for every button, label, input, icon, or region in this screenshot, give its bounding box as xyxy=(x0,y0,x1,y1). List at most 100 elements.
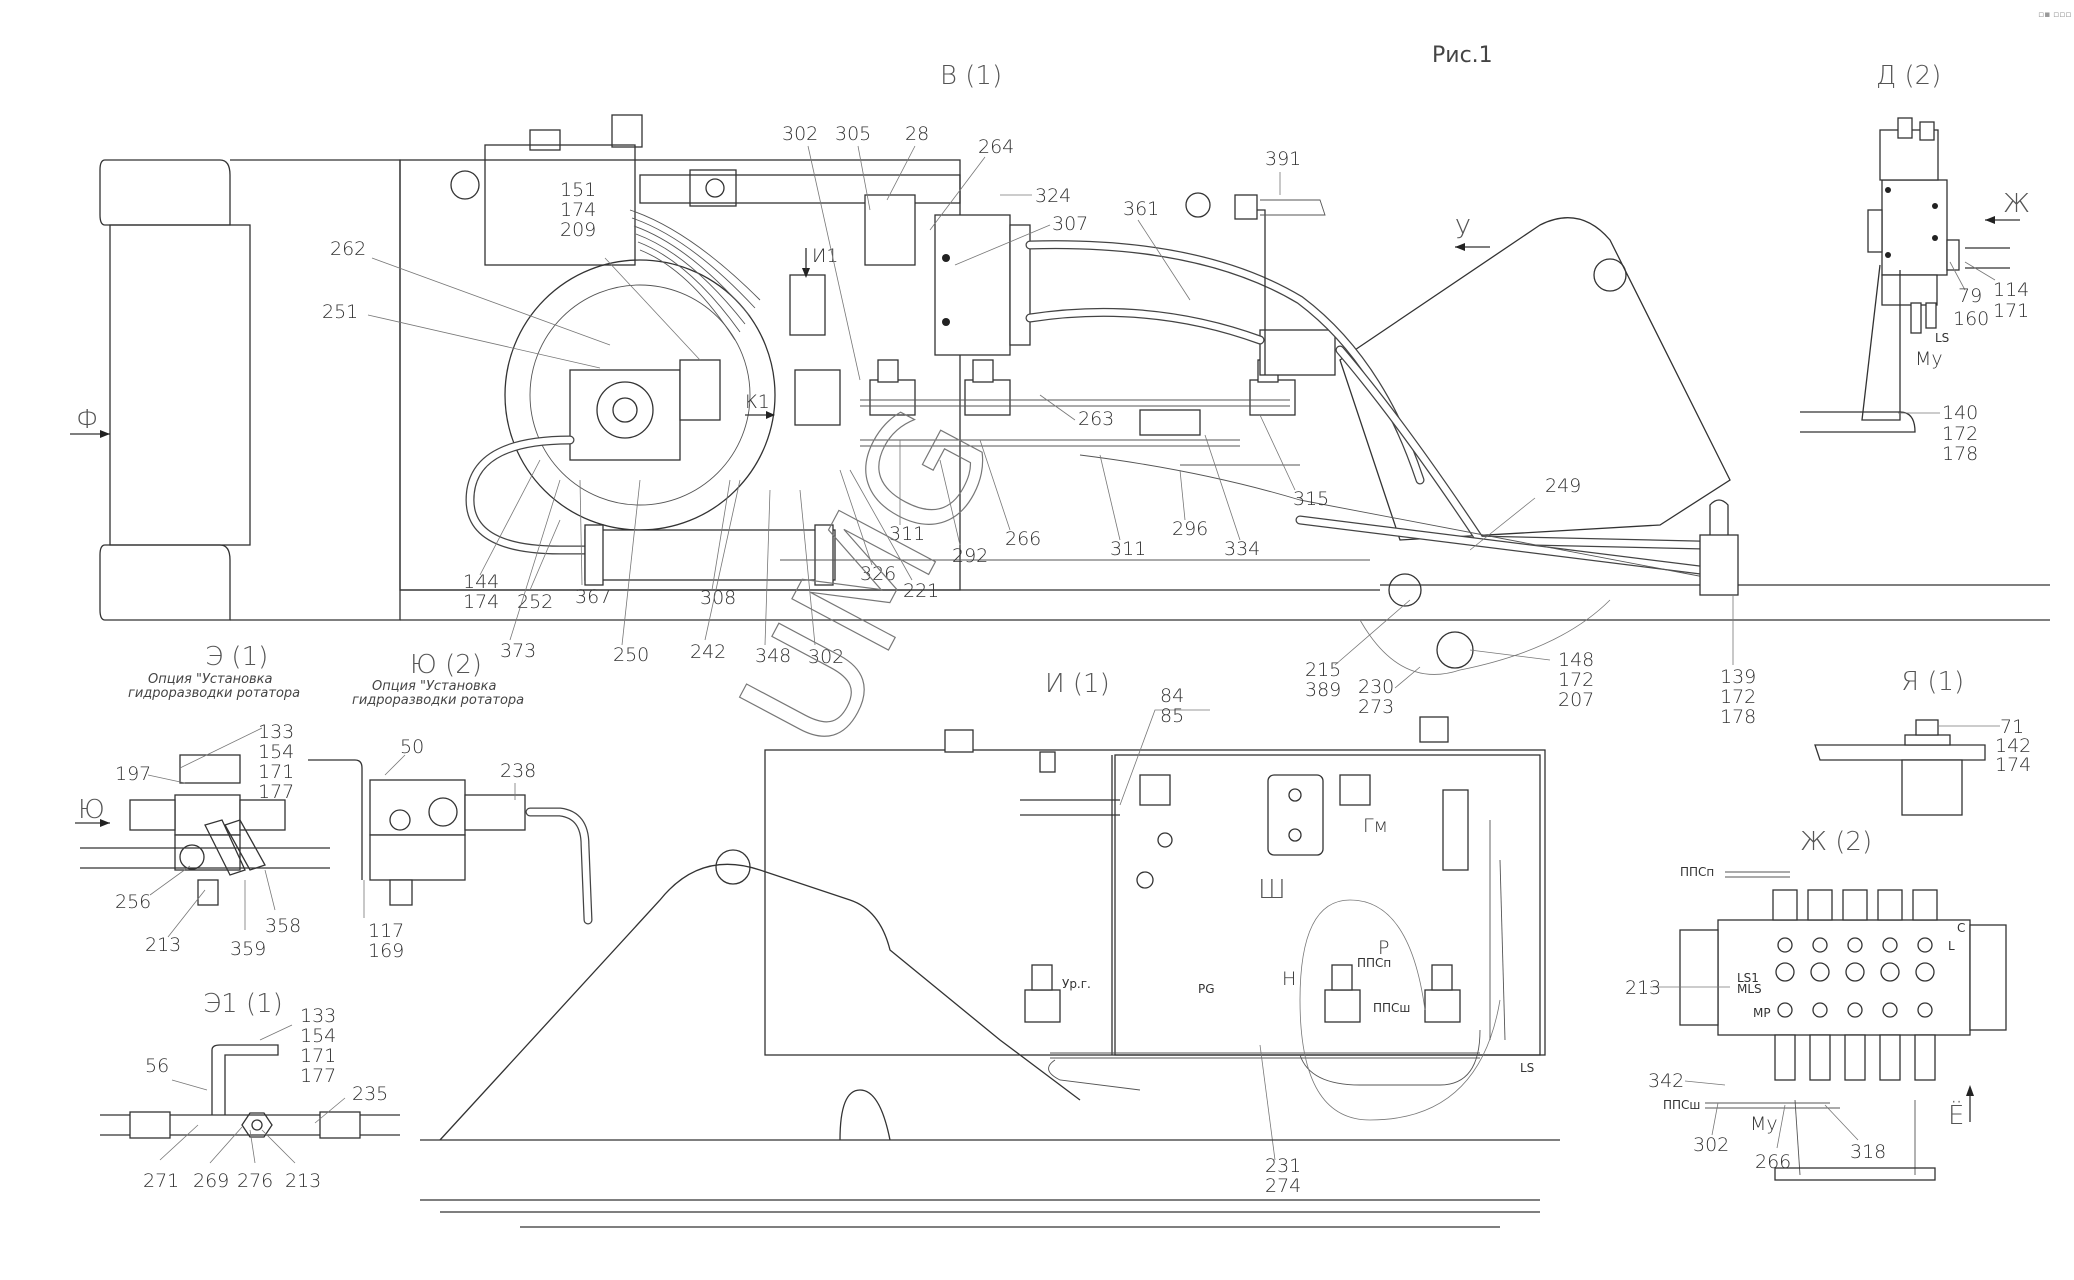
port-label-ppssh: ППСш xyxy=(1373,1001,1410,1015)
callout-169: 169 xyxy=(368,940,404,962)
callout-367: 367 xyxy=(575,586,611,608)
callout-305: 305 xyxy=(835,123,871,145)
callout-361: 361 xyxy=(1123,198,1159,220)
hose-bundle xyxy=(860,240,1721,581)
port-label-ppsp: ППСп xyxy=(1680,865,1714,879)
port-circle xyxy=(1847,1002,1863,1018)
leader-line xyxy=(371,257,611,346)
port-label-ls1: LS1 xyxy=(1737,971,1759,985)
callout-171: 171 xyxy=(300,1045,336,1067)
suction-tube xyxy=(584,529,836,581)
callout-172: 172 xyxy=(1942,423,1978,445)
callout-263: 263 xyxy=(1078,408,1114,430)
callout-79: 79 xyxy=(1958,285,1982,307)
filler-cap xyxy=(529,129,561,151)
callout-140: 140 xyxy=(1942,402,1978,424)
section-marker-k1: К1 xyxy=(745,391,770,413)
fitting-148 xyxy=(1436,631,1474,669)
section-cap-bottom xyxy=(1774,1034,1796,1081)
hydraulic-pump xyxy=(569,369,681,461)
section-marker-u: У xyxy=(1455,215,1471,245)
block-139 xyxy=(1699,534,1739,596)
leader-line xyxy=(1137,219,1191,301)
callout-84: 84 xyxy=(1160,685,1184,707)
callout-154: 154 xyxy=(258,741,294,763)
leader-line xyxy=(711,479,731,591)
callout-178: 178 xyxy=(1720,706,1756,728)
leader-line xyxy=(479,459,541,576)
section-marker-sh: Ш xyxy=(1258,875,1286,905)
section-cap-bottom xyxy=(1914,1034,1936,1081)
callout-142: 142 xyxy=(1995,735,2031,757)
leader-line xyxy=(939,459,961,546)
counterweight-body xyxy=(109,224,251,546)
port-label-mls: MLS xyxy=(1737,982,1762,996)
callout-213: 213 xyxy=(1625,977,1661,999)
port-circle xyxy=(1917,937,1933,953)
callout-324: 324 xyxy=(1035,185,1071,207)
fitting-215 xyxy=(1388,573,1422,607)
leader-line xyxy=(1334,599,1411,666)
option-note-e-1: Опция "Установка xyxy=(148,672,273,687)
leader-line xyxy=(929,156,986,231)
port-label-mu: Мy xyxy=(1750,1113,1778,1135)
callout-308: 308 xyxy=(700,587,736,609)
port-label-mu: Мy xyxy=(1915,348,1943,370)
callout-326: 326 xyxy=(860,563,896,585)
leader-line xyxy=(1179,469,1186,521)
port-circle xyxy=(1917,1002,1933,1018)
callout-50: 50 xyxy=(400,736,424,758)
callout-307: 307 xyxy=(1052,213,1088,235)
distributor-sections xyxy=(1772,889,1938,1081)
port-label-c: C xyxy=(1957,921,1965,935)
view-title-i: И (1) xyxy=(1045,669,1110,699)
callout-389: 389 xyxy=(1305,679,1341,701)
leader-line xyxy=(1039,394,1076,421)
view-title-yu: Ю (2) xyxy=(410,650,482,680)
callout-160: 160 xyxy=(1953,308,1989,330)
leader-line xyxy=(1099,454,1121,541)
callout-391: 391 xyxy=(1265,148,1301,170)
leader-line xyxy=(764,489,771,646)
leader-line xyxy=(849,469,913,581)
option-note-e-2: гидроразводки ротатора xyxy=(128,686,300,701)
section-cap-top xyxy=(1772,889,1798,921)
main-view: Ф У И1 К1 xyxy=(70,114,2050,675)
callout-249: 249 xyxy=(1545,475,1581,497)
section-marker-yu: Ю xyxy=(78,795,105,825)
leader-line xyxy=(704,479,741,641)
figure-title: Рис.1 xyxy=(1432,43,1493,68)
callout-318: 318 xyxy=(1850,1141,1886,1163)
view-ya: Я (1) 71 142 174 xyxy=(1814,667,2031,816)
port-circle xyxy=(1882,1002,1898,1018)
callout-266: 266 xyxy=(1005,528,1041,550)
callout-178: 178 xyxy=(1942,443,1978,465)
port-label-n: Н xyxy=(1282,968,1296,990)
port-circle xyxy=(1810,962,1830,982)
view-title-main: В (1) xyxy=(940,61,1002,91)
callout-250: 250 xyxy=(613,644,649,666)
port-label-ur-g: Ур.г. xyxy=(1062,977,1091,991)
callout-271: 271 xyxy=(143,1170,179,1192)
section-cap-bottom xyxy=(1809,1034,1831,1081)
valve-d-body xyxy=(1881,179,1948,276)
callout-242: 242 xyxy=(690,641,726,663)
tank-cap xyxy=(944,729,974,753)
callout-197: 197 xyxy=(115,763,151,785)
callout-133: 133 xyxy=(300,1005,336,1027)
callout-174: 174 xyxy=(463,591,499,613)
valve-28 xyxy=(864,194,916,266)
view-title-e: Э (1) xyxy=(205,642,268,672)
callout-292: 292 xyxy=(952,545,988,567)
port-circle xyxy=(1777,937,1793,953)
callout-154: 154 xyxy=(300,1025,336,1047)
callout-273: 273 xyxy=(1358,696,1394,718)
port-circle xyxy=(1847,937,1863,953)
callout-348: 348 xyxy=(755,645,791,667)
callout-144: 144 xyxy=(463,571,499,593)
view-title-d: Д (2) xyxy=(1876,61,1941,91)
callout-213: 213 xyxy=(145,934,181,956)
port-circle xyxy=(1777,1002,1793,1018)
port-circle xyxy=(1775,962,1795,982)
